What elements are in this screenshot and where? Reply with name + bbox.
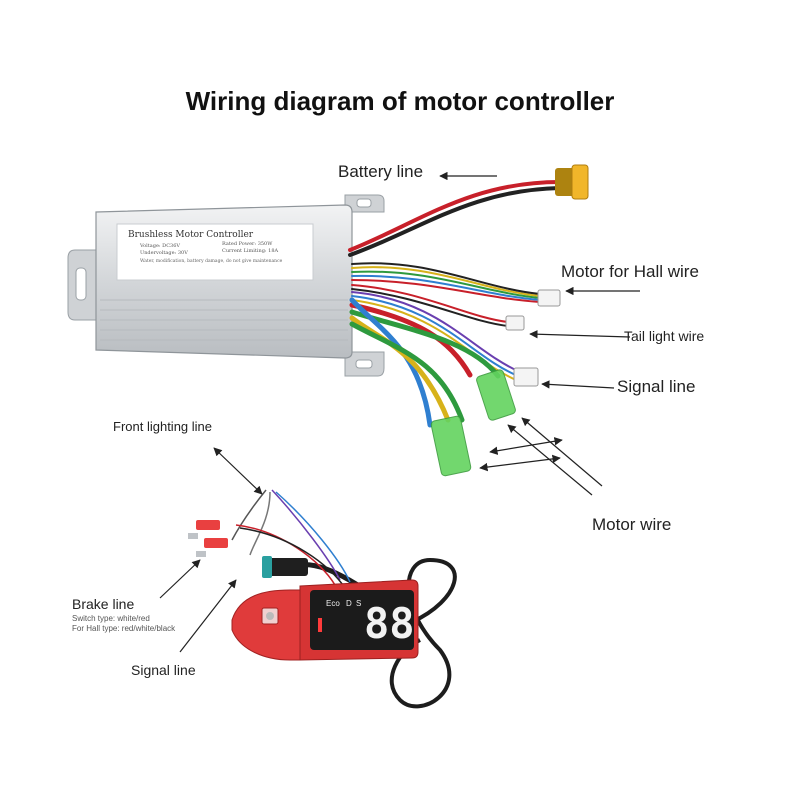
display-assembly: 88 Eco D S [188, 489, 457, 709]
controller-spec-left-1: Voltage: DC36V [139, 243, 180, 249]
motor-wire-label: Motor wire [592, 515, 672, 534]
display-digits: 88 [364, 599, 415, 648]
annotation-arrows [439, 171, 640, 496]
signal-line-right-label: Signal line [617, 377, 696, 396]
diagram-title: Wiring diagram of motor controller [185, 86, 615, 116]
controller-spec-left-2: Undervoltage: 30V [140, 250, 188, 256]
motor-wire-arrow-2 [507, 424, 593, 496]
display-mode-eco: Eco [326, 599, 340, 608]
controller-wires [348, 180, 562, 428]
brake-line-label: Brake line [72, 596, 135, 612]
tail-light-wire-label: Tail light wire [624, 328, 705, 344]
annotation-arrows-left [159, 447, 263, 653]
signal-line-left-label: Signal line [131, 662, 196, 678]
display-mode-s: S [356, 599, 361, 608]
front-lighting-line-label: Front lighting line [113, 419, 212, 434]
brake-switch-note: Switch type: white/red [72, 614, 150, 623]
motor-wire-link-1 [489, 437, 563, 455]
controller-spec-right-1: Rated Power: 350W [222, 241, 273, 247]
display-mode-d: D [346, 599, 352, 608]
signal-line-arrow [541, 380, 615, 389]
motor-wire-arrow-1 [521, 417, 603, 487]
front-lighting-arrow [213, 447, 263, 495]
connectors [430, 164, 589, 477]
controller-name: Brushless Motor Controller [128, 230, 254, 240]
motor-controller: Brushless Motor Controller Voltage: DC36… [67, 194, 385, 377]
motor-wire-link-2 [479, 454, 561, 472]
brake-line-arrow [159, 559, 201, 599]
brake-hall-note: For Hall type: red/white/black [72, 624, 176, 633]
motor-hall-wire-label: Motor for Hall wire [561, 262, 699, 281]
controller-note: Water, modification, battery damage, do … [140, 258, 283, 264]
controller-spec-right-2: Current Limiting: 18A [222, 248, 279, 254]
tail-light-arrow [529, 330, 631, 339]
battery-line-label: Battery line [338, 162, 424, 181]
signal-line-left-arrow [179, 579, 237, 653]
